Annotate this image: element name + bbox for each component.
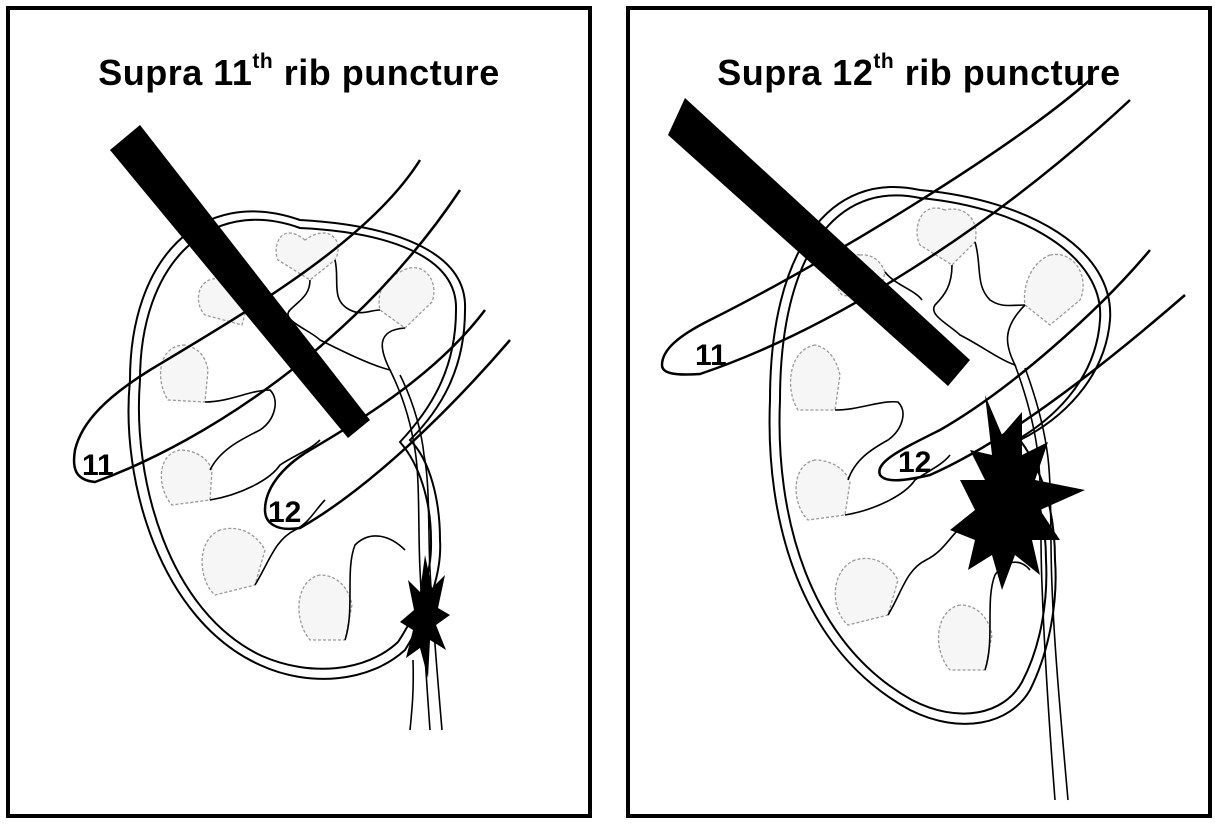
rib-11 (660, 79, 1131, 376)
title-text-rest: rib puncture (273, 52, 500, 93)
injury-marker (950, 395, 1085, 590)
kidney-outline (127, 210, 467, 680)
collecting-system (204, 259, 443, 731)
kidney-diagram: 11 12 (72, 125, 511, 731)
panel-supra-11th: Supra 11th rib puncture (6, 6, 592, 818)
injury-marker (400, 555, 450, 678)
panel-title: Supra 11th rib puncture (10, 50, 588, 94)
kidney-diagram: 11 12 (660, 79, 1186, 801)
papillae (159, 232, 435, 641)
title-superscript: th (873, 50, 895, 73)
rib-label-11: 11 (82, 449, 114, 482)
rib-12 (878, 249, 1186, 482)
rib-12 (263, 309, 511, 531)
collecting-system (834, 241, 1069, 801)
panel-title: Supra 12th rib puncture (630, 50, 1208, 94)
rib-label-11: 11 (695, 339, 727, 372)
needle-sheath (110, 125, 370, 438)
rib-label-12: 12 (268, 496, 301, 529)
title-superscript: th (252, 50, 274, 73)
title-text: Supra 12 (717, 52, 874, 93)
title-text-rest: rib puncture (894, 52, 1121, 93)
rib-label-12: 12 (898, 446, 931, 479)
title-text: Supra 11 (98, 52, 253, 93)
kidney-outline (768, 185, 1112, 725)
panel-supra-12th: Supra 12th rib puncture (626, 6, 1212, 818)
needle-sheath (668, 98, 970, 386)
